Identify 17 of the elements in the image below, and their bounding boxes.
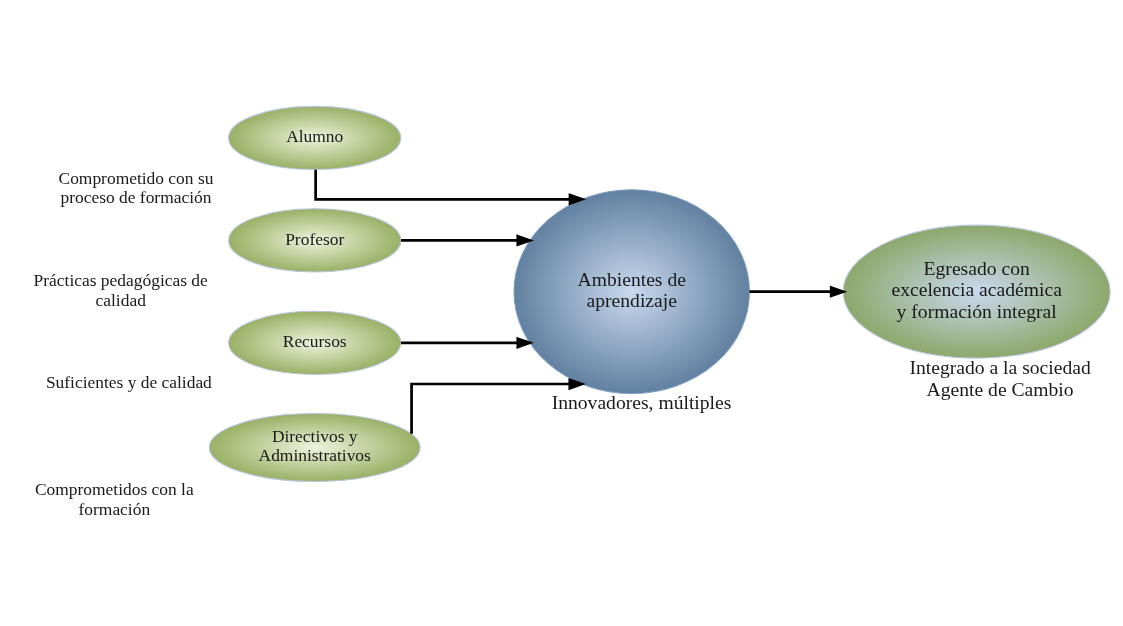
node-ellipse: Directivos y Administrativos (208, 412, 421, 482)
node-ellipse: Profesor (228, 207, 402, 273)
arrow (749, 285, 848, 298)
arrow (400, 233, 534, 247)
node-label: Prácticas pedagógicas de calidad (33, 269, 208, 310)
node-label: Innovadores, múltiples (551, 391, 732, 413)
node-ellipse: Egresado con excelencia académica y formación integral (842, 224, 1111, 359)
node-label: Comprometidos con la formación (34, 478, 194, 519)
arrow (400, 336, 534, 349)
node-ellipse: Recursos (228, 310, 402, 375)
arrow (410, 377, 586, 434)
node-label: Integrado a la sociedad (909, 356, 1091, 378)
node-label: Comprometido con su proceso de formación (58, 167, 214, 207)
node-label: Suficientes y de calidad (45, 371, 212, 392)
arrow (314, 169, 587, 205)
node-ellipse: Alumno (228, 105, 402, 170)
node-label: Agente de Cambio (926, 378, 1074, 400)
